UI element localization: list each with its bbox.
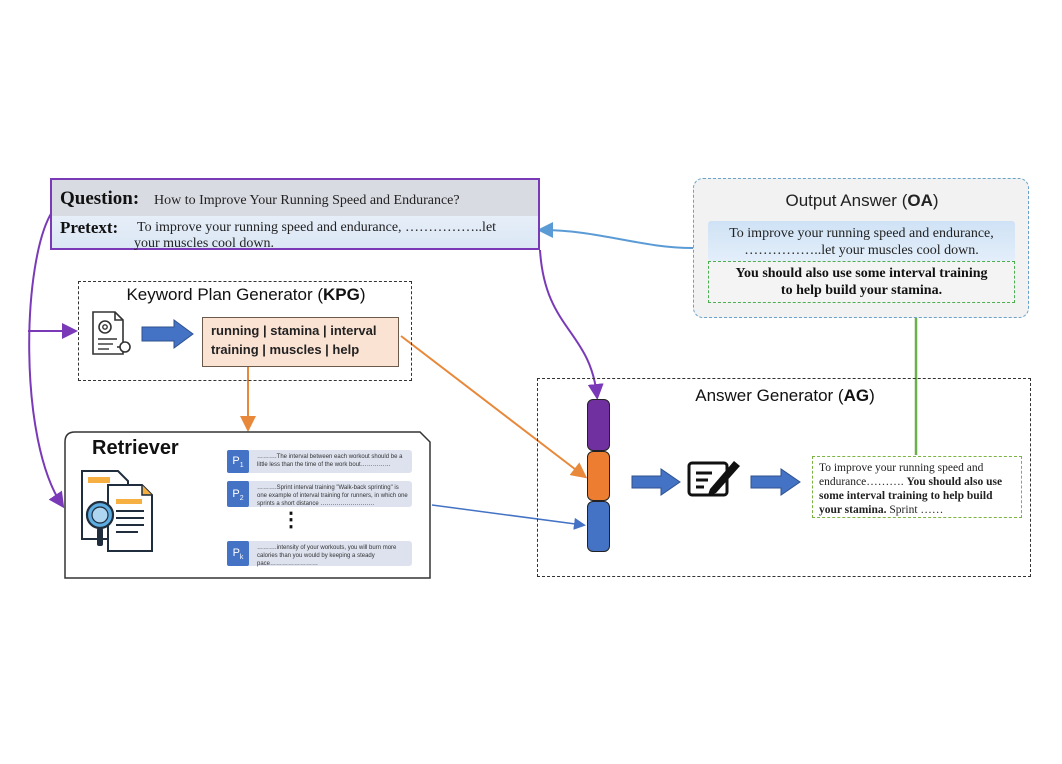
kpg-title-abbr: KPG: [323, 285, 360, 304]
passage-tag-1: P1: [227, 450, 249, 473]
block-arrow-kpg: [141, 319, 194, 349]
passage-k: Pk ……….intensity of your workouts, you w…: [227, 541, 412, 567]
pretext-label: Pretext:: [60, 218, 119, 237]
question-label: Question:: [60, 188, 140, 209]
answer-generator-box: Answer Generator (AG) To improve your ru…: [537, 378, 1031, 577]
output-answer-box: Output Answer (OA) To improve your runni…: [693, 178, 1029, 318]
passage-text-1: ……….The interval between each workout sh…: [257, 454, 403, 468]
kpg-title-suffix: ): [359, 285, 366, 304]
arrow-retriever-to-ag: [431, 504, 586, 530]
passage-2: P2 ……….Sprint interval training "Walk-ba…: [227, 481, 412, 507]
ag-out-bold: You should also use some interval traini…: [819, 476, 1003, 516]
ag-title-prefix: Answer Generator (: [695, 386, 844, 405]
document-search-icon: [81, 470, 153, 552]
passage-tag-2: P2: [227, 481, 249, 507]
passage-tag-letter-1: P: [232, 455, 240, 467]
oa-title-abbr: OA: [907, 191, 933, 210]
input-segment-passages: [587, 501, 610, 552]
ag-out-plain: To improve your running speed and endura…: [819, 462, 984, 488]
arrow-question-to-retriever: [28, 211, 65, 509]
pretext-line1: To improve your running speed and endura…: [137, 220, 497, 235]
keyword-plan: running | stamina | interval training | …: [202, 317, 399, 367]
retriever-box: Retriever P1 ……….The interval between ea…: [65, 432, 430, 578]
pretext-row: Pretext: To improve your running speed a…: [52, 216, 538, 251]
pretext-line2: your muscles cool down.: [134, 236, 274, 251]
oa-added2: to help build your stamina.: [780, 283, 943, 298]
oa-pretext: To improve your running speed and endura…: [708, 221, 1015, 261]
keywords-line2: training | muscles | help: [211, 342, 360, 357]
retriever-title: Retriever: [92, 437, 179, 459]
question-pretext-box: Question: How to Improve Your Running Sp…: [50, 178, 540, 251]
passage-tag-letter-2: P: [232, 488, 240, 500]
question-text: How to Improve Your Running Speed and En…: [154, 193, 460, 208]
ag-title-suffix: ): [869, 386, 875, 405]
passage-1: P1 ……….The interval between each workout…: [227, 450, 412, 473]
document-settings-icon: [92, 311, 131, 355]
block-arrow-ag-1: [631, 468, 681, 496]
ag-generated-text: To improve your running speed and endura…: [812, 456, 1022, 518]
passage-tag-letter-k: P: [232, 547, 240, 559]
kpg-title: Keyword Plan Generator (KPG): [79, 285, 413, 305]
oa-added-sentence: You should also use some interval traini…: [708, 261, 1015, 303]
kpg-title-prefix: Keyword Plan Generator (: [126, 285, 324, 304]
input-segment-keywords: [587, 451, 610, 501]
oa-line2: ……………..let your muscles cool down.: [744, 243, 979, 258]
arrow-kpg-to-ag: [400, 335, 588, 479]
keywords-line1: running | stamina | interval: [211, 323, 377, 338]
block-arrow-ag-2: [750, 468, 801, 496]
oa-title-suffix: ): [932, 191, 939, 210]
oa-title-prefix: Output Answer (: [785, 191, 908, 210]
passage-tag-k: Pk: [227, 541, 249, 566]
kpg-box: Keyword Plan Generator (KPG) running | s…: [78, 281, 412, 381]
passage-tag-sub-k: k: [239, 554, 244, 562]
ag-title-abbr: AG: [843, 386, 870, 405]
passage-text-k: ……….intensity of your workouts, you will…: [257, 545, 397, 567]
ag-out-tail: Sprint ……: [886, 504, 944, 516]
passage-tag-sub-2: 2: [239, 495, 244, 503]
input-segment-question: [587, 399, 610, 451]
arrow-oa-to-pretext: [537, 222, 694, 249]
passage-tag-sub-1: 1: [239, 462, 244, 470]
oa-added1: You should also use some interval traini…: [735, 266, 988, 281]
oa-line1: To improve your running speed and endura…: [729, 226, 994, 241]
ag-title: Answer Generator (AG): [538, 386, 1032, 406]
passage-text-2: ……….Sprint interval training "Walk-back …: [257, 485, 408, 507]
oa-title: Output Answer (OA): [694, 191, 1030, 211]
writing-icon: [687, 461, 740, 497]
arrow-question-to-ag: [539, 249, 604, 400]
question-row: Question: How to Improve Your Running Sp…: [52, 180, 538, 216]
passage-ellipsis: ⋮: [281, 509, 301, 531]
